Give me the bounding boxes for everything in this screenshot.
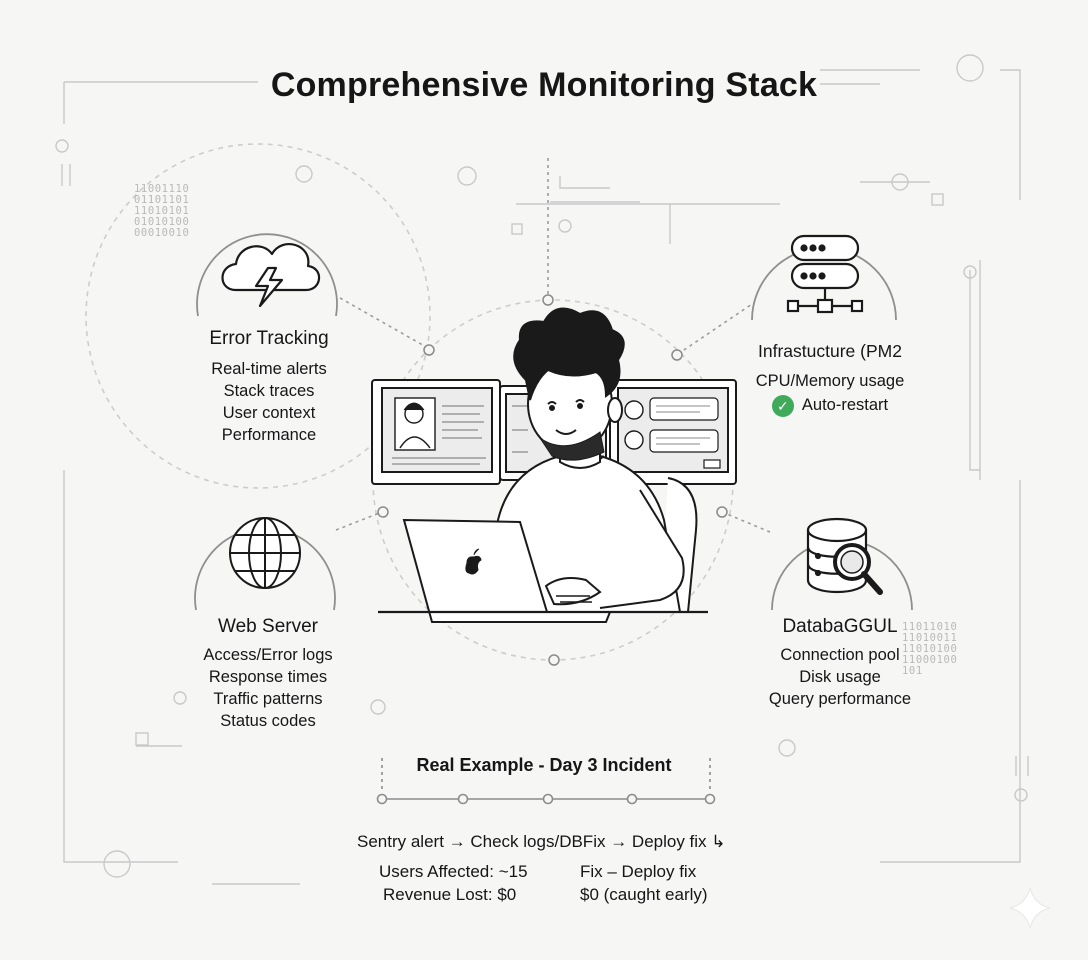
page-title: Comprehensive Monitoring Stack [270,66,818,104]
cloud-lightning-icon [221,243,321,308]
database-item: Query performance [768,690,912,708]
globe-icon [229,517,301,589]
error-tracking-heading: Error Tracking [209,328,329,349]
infrastructure-node: Infrastucture (PM2 CPU/Memory usage ✓ Aut… [730,341,930,417]
web-server-item: Response times [208,668,328,686]
cost-stat: $0 (caught early) [580,885,708,904]
infrastructure-heading: Infrastucture (PM2 [758,341,902,361]
database-item: Connection pool [780,646,900,664]
web-server-item: Status codes [220,712,316,730]
error-tracking-item: Performance [221,426,317,444]
web-server-node: Web Server Access/Error logs Response ti… [168,616,368,732]
database-heading: DatabaGGUL [782,616,898,637]
error-tracking-node: Error Tracking Real-time alerts Stack tr… [169,328,369,446]
web-server-item: Traffic patterns [213,690,323,708]
database-search-icon [806,517,883,595]
incident-left-stats: Users Affected: ~15 Revenue Lost: $0 [379,860,528,906]
incident-flow: Sentry alert → Check logs/DBFix → Deploy… [357,832,726,851]
server-stack-icon [786,234,864,314]
connectors [335,158,771,533]
database-item: Disk usage [799,668,881,686]
error-tracking-item: Stack traces [223,382,315,400]
infrastructure-item: CPU/Memory usage [755,372,905,390]
connector-nodes [377,294,728,666]
circuit-nodes [55,54,1028,878]
web-server-heading: Web Server [218,616,318,637]
infrastructure-check-item: ✓ Auto-restart [730,394,930,417]
binary-decoration-left: 11001110 01101101 11010101 01010100 0001… [134,183,190,239]
circuit-lines [61,69,1029,885]
incident-title: Real Example - Day 3 Incident [416,755,672,775]
incident-right-stats: Fix – Deploy fix $0 (caught early) [580,860,708,906]
sparkle-icon [1009,887,1051,929]
database-node: DatabaGGUL Connection pool Disk usage Qu… [740,616,940,710]
web-server-item: Access/Error logs [203,646,333,664]
checkmark-icon: ✓ [771,394,794,417]
binary-decoration-right: 11011010 11010011 11010100 11000100 101 [902,621,958,677]
revenue-lost-stat: Revenue Lost: $0 [383,885,517,904]
incident-timeline [376,758,716,805]
error-tracking-item: Real-time alerts [211,360,327,378]
users-affected-stat: Users Affected: ~15 [379,862,528,881]
infrastructure-check-label: Auto-restart [801,396,889,414]
fix-stat: Fix – Deploy fix [580,862,697,881]
developer-illustration [371,307,737,623]
error-tracking-item: User context [222,404,316,422]
